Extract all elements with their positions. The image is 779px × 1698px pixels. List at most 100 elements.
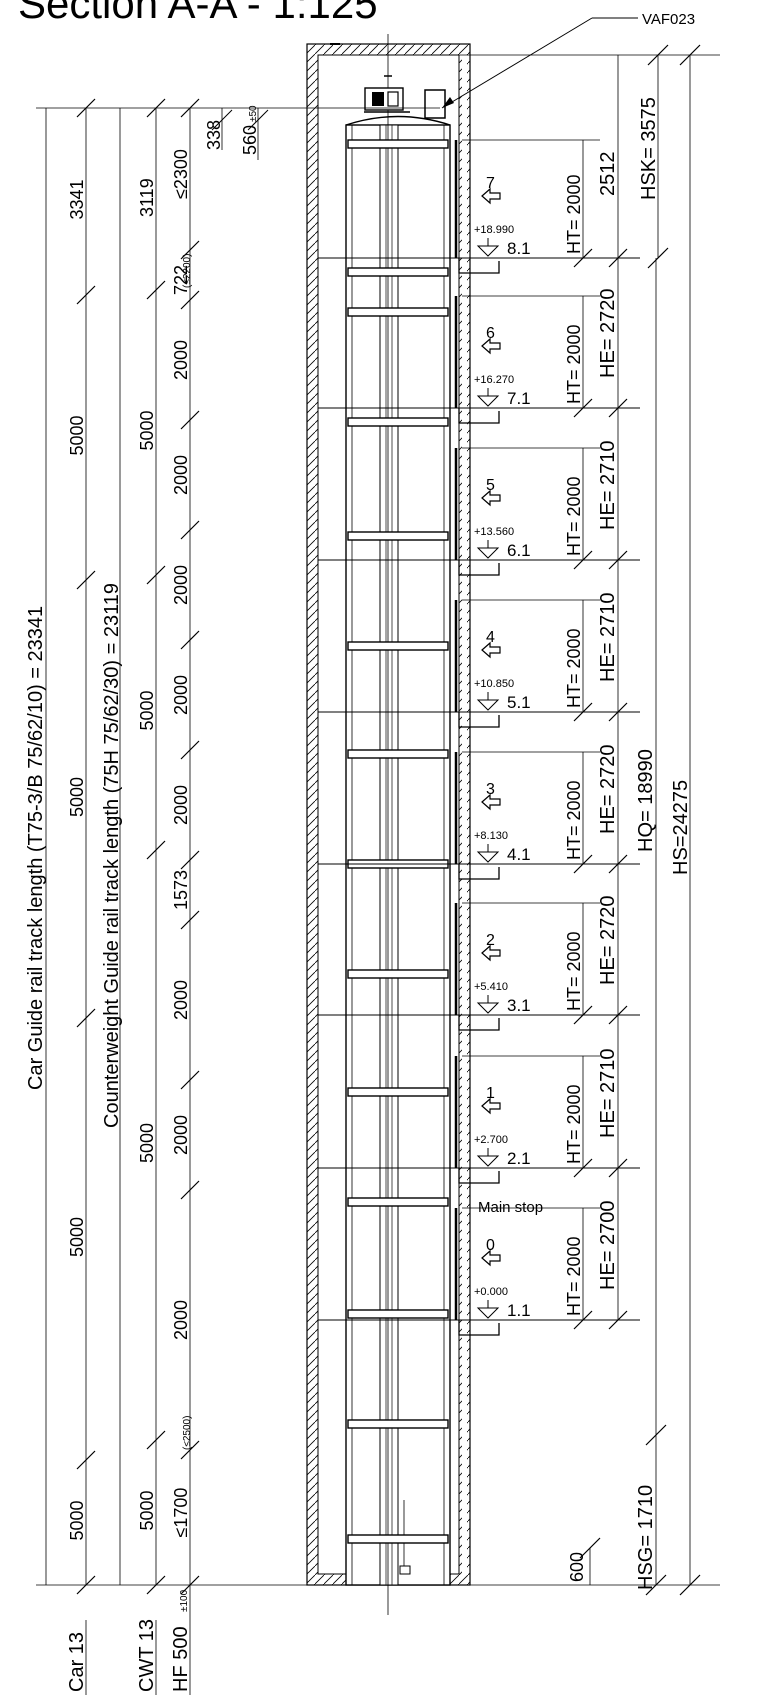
floor-level-text: +10.850	[474, 678, 514, 690]
level-marker-icon	[476, 245, 500, 257]
floor-number: 6	[486, 325, 495, 342]
floor-number: 3	[486, 781, 495, 798]
control-box	[424, 89, 446, 119]
cwt-rail-segment: 5000	[137, 690, 157, 730]
cwt-rail-segment: 5000	[137, 410, 157, 450]
cwt-rail-segment: 5000	[137, 1490, 157, 1530]
floor-level: 3 +8.130 4.1 HT= 2000 HE= 2720	[318, 712, 640, 880]
arrow-left-icon	[481, 187, 501, 205]
hq-dim: HQ= 18990	[635, 749, 657, 852]
cwt-rail-segment: 5000	[137, 1123, 157, 1163]
arrow-left-icon	[481, 793, 501, 811]
arrow-left-icon	[481, 641, 501, 659]
floor-code: 2.1	[507, 1149, 531, 1168]
bracket-spacing: 1573	[171, 870, 191, 910]
reference-lines	[36, 54, 720, 1586]
cwt-rail-dimension: Counterweight Guide rail track length (7…	[101, 98, 166, 1595]
arrow-left-icon	[481, 489, 501, 507]
bracket-spacing: 2000	[171, 340, 191, 380]
floor-number: 0	[486, 1237, 495, 1254]
level-marker-icon	[476, 851, 500, 863]
floor-level-text: +2.700	[474, 1134, 508, 1146]
hf-tolerance: ±100	[179, 1589, 190, 1612]
dim-560-tol: ±50	[248, 105, 259, 122]
floor-number: 7	[486, 175, 495, 192]
dim-338: 338	[204, 120, 224, 150]
floor-height-dim: HE= 2710	[597, 440, 619, 530]
level-marker-icon	[476, 1002, 500, 1014]
guide-bracket	[347, 139, 449, 149]
hf-label: HF 500	[170, 1626, 192, 1692]
door-height-dim: HT= 2000	[564, 1084, 584, 1164]
door-height-dim: HT= 2000	[564, 628, 584, 708]
guide-bracket	[347, 641, 449, 651]
vaf-label: VAF023	[642, 11, 695, 28]
floor-height-dim: HE= 2710	[597, 1048, 619, 1138]
bracket-spacing-dimension: ≤230072220002000200020002000157320002000…	[171, 98, 200, 1595]
floor-height-dim: HE= 2720	[597, 744, 619, 834]
bracket-spacing: 722	[171, 265, 191, 295]
floor-code: 4.1	[507, 845, 531, 864]
car-13-label: Car 13	[66, 1632, 88, 1692]
bracket-spacing: 2000	[171, 980, 191, 1020]
guide-bracket	[347, 749, 449, 759]
arrow-left-icon	[481, 1249, 501, 1267]
floor-level: 5 +13.560 6.1 HT= 2000 HE= 2710	[318, 408, 640, 576]
floor-level-text: +13.560	[474, 526, 514, 538]
floor-code: 3.1	[507, 996, 531, 1015]
car-rail-segment: 3341	[67, 179, 87, 219]
car-rail-segment: 5000	[67, 1500, 87, 1540]
cwt-rail-label: Counterweight Guide rail track length (7…	[101, 583, 123, 1128]
cwt-rail-segment: 3119	[137, 178, 157, 217]
guide-bracket	[347, 267, 449, 277]
floor-level-text: +16.270	[474, 374, 514, 386]
floor-height-dim: HE= 2720	[597, 288, 619, 378]
door-height-dim: HT= 2000	[564, 476, 584, 556]
car-rail-dimension: Car Guide rail track length (T75-3/B 75/…	[25, 98, 96, 1595]
floor-code: 6.1	[507, 541, 531, 560]
pit-dim: 600	[567, 1552, 587, 1582]
floor-code: 7.1	[507, 389, 531, 408]
floor-number: 5	[486, 477, 495, 494]
floor-code: 8.1	[507, 239, 531, 258]
bracket-spacing: 2000	[171, 1115, 191, 1155]
bracket-spacing: 2000	[171, 1300, 191, 1340]
guide-bracket	[347, 531, 449, 541]
buffer	[399, 1565, 411, 1575]
floor-level-text: +18.990	[474, 224, 514, 236]
arrow-left-icon	[481, 944, 501, 962]
hsg-dim: HSG= 1710	[635, 1485, 657, 1590]
floor-level-text: +8.130	[474, 830, 508, 842]
car-rail-segment: 5000	[67, 1217, 87, 1257]
bracket-spacing: 2000	[171, 785, 191, 825]
cwt-13-label: CWT 13	[136, 1619, 158, 1692]
floor-level-text: +0.000	[474, 1286, 508, 1298]
level-marker-icon	[476, 1155, 500, 1167]
hsk-dim: HSK= 3575	[638, 97, 660, 200]
floor-height-dim: HE= 2710	[597, 592, 619, 682]
level-marker-icon	[476, 699, 500, 711]
floor-code: 5.1	[507, 693, 531, 712]
door-height-dim: HT= 2000	[564, 780, 584, 860]
floor-height-dim: HE= 2700	[597, 1200, 619, 1290]
floor-number: 4	[486, 629, 495, 646]
floor-code: 1.1	[507, 1301, 531, 1320]
door-height-dim: HT= 2000	[564, 1236, 584, 1316]
guide-bracket	[347, 1419, 449, 1429]
guide-bracket	[347, 1197, 449, 1207]
car-rail-segment: 5000	[67, 777, 87, 817]
hs-dim: HS=24275	[670, 780, 692, 875]
car-rail-segment: 5000	[67, 415, 87, 455]
floor-level: 4 +10.850 5.1 HT= 2000 HE= 2710	[318, 560, 640, 728]
guide-bracket	[347, 417, 449, 427]
bracket-spacing: 2000	[171, 675, 191, 715]
overall-dimensions: HS=24275 HSK= 3575 HQ= 18990 HSG= 1710 6…	[567, 44, 701, 1596]
top-clearance-dims: 338 560 ±50	[204, 105, 269, 160]
bracket-spacing: 2000	[171, 565, 191, 605]
door-height-dim: HT= 2000	[564, 324, 584, 404]
